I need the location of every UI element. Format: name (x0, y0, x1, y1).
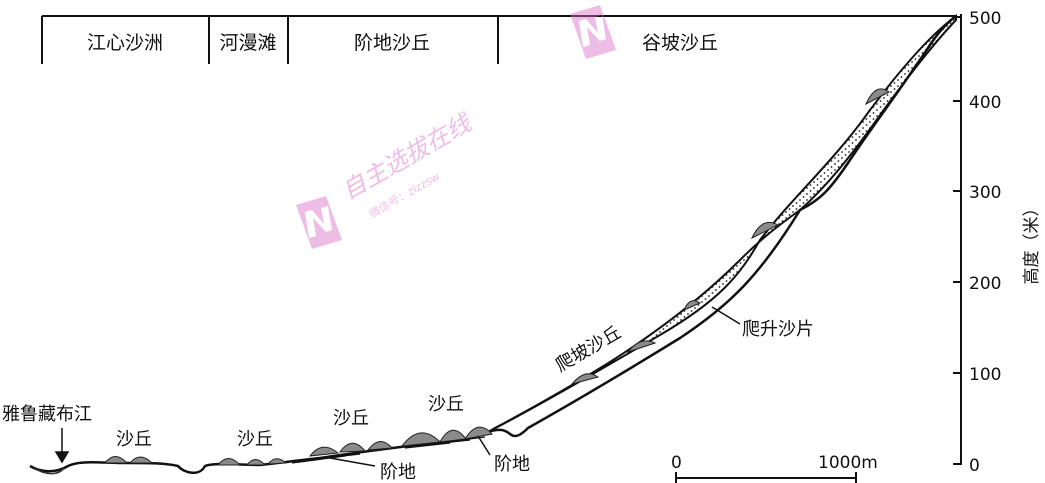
zone-label-terrace-dunes: 阶地沙丘 (354, 32, 430, 54)
river-channel (33, 467, 65, 475)
dune-slope-5 (864, 88, 890, 106)
label-dune-floodplain: 沙丘 (237, 429, 273, 450)
watermark-logo (570, 5, 616, 59)
zone-label-sandbar: 江心沙洲 (87, 32, 163, 54)
dune-floodplain-2 (246, 459, 267, 466)
label-dune-terrace-high: 沙丘 (428, 394, 464, 415)
dune-terrace-3 (366, 441, 394, 451)
leader-terrace-2 (477, 435, 491, 456)
river-arrowhead (54, 451, 70, 464)
dune-floodplain-1 (216, 458, 242, 466)
label-terrace-1: 阶地 (380, 462, 416, 483)
dune-slope-2 (626, 340, 657, 353)
dune-sandbar-2 (128, 456, 154, 464)
dune-slope-4 (750, 221, 780, 240)
ground-profile (29, 15, 957, 474)
watermark-top (570, 5, 616, 59)
terrace-deposits (291, 436, 486, 464)
tick-label-0: 0 (969, 456, 980, 476)
dune-slope-3 (683, 300, 702, 311)
height-axis: 500 400 300 200 100 0 高度（米） (953, 9, 1042, 476)
label-climbing-dune: 爬坡沙丘 (552, 322, 625, 376)
label-dune-terrace-low: 沙丘 (333, 408, 369, 429)
dune-terrace-6 (463, 426, 493, 440)
watermark-logo (296, 196, 342, 249)
label-dune-sandbar: 沙丘 (116, 429, 152, 450)
axis-title: 高度（米） (1022, 200, 1042, 285)
leader-lines (54, 306, 741, 467)
leader-terrace-1 (329, 457, 376, 467)
tick-label-500: 500 (969, 9, 1001, 29)
climbing-sand-sheet (487, 14, 957, 433)
dune-floodplain-3 (266, 458, 288, 465)
dune-slope-1 (570, 373, 600, 385)
leader-climbing-sheet (711, 306, 741, 325)
scale-end-label: 1000m (818, 453, 878, 473)
tick-label-100: 100 (969, 365, 1001, 385)
zone-label-slope-dunes: 谷坡沙丘 (642, 32, 718, 54)
tick-label-400: 400 (969, 93, 1001, 113)
dune-terrace-2 (339, 442, 367, 453)
label-climbing-sheet: 爬升沙片 (742, 319, 814, 340)
dunes (103, 88, 890, 466)
label-river: 雅鲁藏布江 (2, 404, 92, 425)
dune-terrace-1 (308, 446, 340, 457)
tick-label-200: 200 (969, 274, 1001, 294)
watermark-center: 自主选拔在线 微信号：zizzsw (296, 108, 477, 249)
zone-label-floodplain: 河漫滩 (219, 32, 276, 54)
tick-label-300: 300 (969, 183, 1001, 203)
zone-header: 江心沙洲 河漫滩 阶地沙丘 谷坡沙丘 (41, 15, 957, 64)
scale-start-label: 0 (671, 453, 682, 473)
dune-sandbar-1 (103, 456, 129, 464)
label-terrace-2: 阶地 (494, 454, 530, 475)
scale-bar: 0 1000m (671, 453, 878, 483)
